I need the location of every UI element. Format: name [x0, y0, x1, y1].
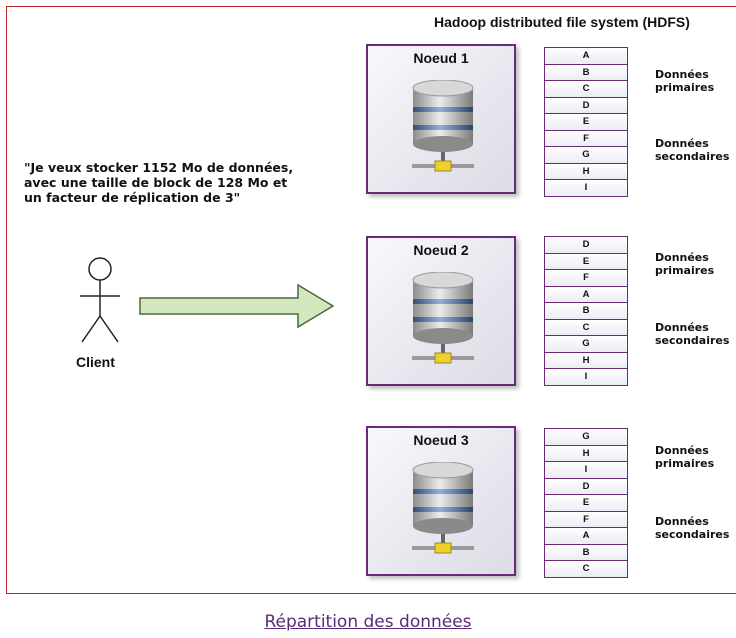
node-3-primary-label: Données primaires: [655, 444, 715, 470]
node-2: Noeud 2: [366, 236, 516, 386]
database-server-icon: [412, 80, 474, 172]
hdfs-title: Hadoop distributed file system (HDFS): [434, 14, 690, 30]
block-cell: A: [545, 48, 627, 65]
client-label: Client: [76, 354, 115, 370]
figure-caption: Répartition des données: [264, 612, 472, 632]
node-2-label: Noeud 2: [413, 242, 469, 258]
diagram-frame: [6, 6, 736, 594]
block-cell: G: [545, 147, 627, 164]
block-cell: C: [545, 561, 627, 577]
arrow-right-icon: [139, 283, 335, 329]
block-cell: F: [545, 270, 627, 287]
block-cell: H: [545, 352, 627, 369]
block-cell: D: [545, 478, 627, 495]
node-2-secondary-label: Données secondaires: [655, 321, 730, 347]
block-cell: F: [545, 511, 627, 528]
client-stick-figure-icon: [80, 257, 120, 343]
block-cell: B: [545, 303, 627, 320]
block-cell: E: [545, 114, 627, 131]
node-1: Noeud 1: [366, 44, 516, 194]
node-1-secondary-label: Données secondaires: [655, 137, 730, 163]
node-1-primary-label: Données primaires: [655, 68, 715, 94]
block-cell: I: [545, 462, 627, 479]
block-cell: A: [545, 286, 627, 303]
block-cell: I: [545, 369, 627, 385]
block-cell: G: [545, 429, 627, 446]
node-2-primary-label: Données primaires: [655, 251, 715, 277]
node-1-label: Noeud 1: [413, 50, 469, 66]
block-cell: F: [545, 130, 627, 147]
block-cell: D: [545, 237, 627, 254]
database-server-icon: [412, 272, 474, 364]
node-3-label: Noeud 3: [413, 432, 469, 448]
block-cell: I: [545, 180, 627, 196]
database-server-icon: [412, 462, 474, 554]
block-cell: C: [545, 81, 627, 98]
block-cell: B: [545, 64, 627, 81]
node-3: Noeud 3: [366, 426, 516, 576]
block-cell: E: [545, 495, 627, 512]
node-3-secondary-label: Données secondaires: [655, 515, 730, 541]
client-quote: "Je veux stocker 1152 Mo de données, ave…: [24, 160, 294, 205]
block-cell: H: [545, 445, 627, 462]
node-1-blocks: A B C D E F G H I: [544, 47, 628, 197]
block-cell: D: [545, 97, 627, 114]
block-cell: B: [545, 544, 627, 561]
node-3-blocks: G H I D E F A B C: [544, 428, 628, 578]
block-cell: G: [545, 336, 627, 353]
block-cell: H: [545, 163, 627, 180]
node-2-blocks: D E F A B C G H I: [544, 236, 628, 386]
block-cell: A: [545, 528, 627, 545]
block-cell: E: [545, 253, 627, 270]
block-cell: C: [545, 319, 627, 336]
